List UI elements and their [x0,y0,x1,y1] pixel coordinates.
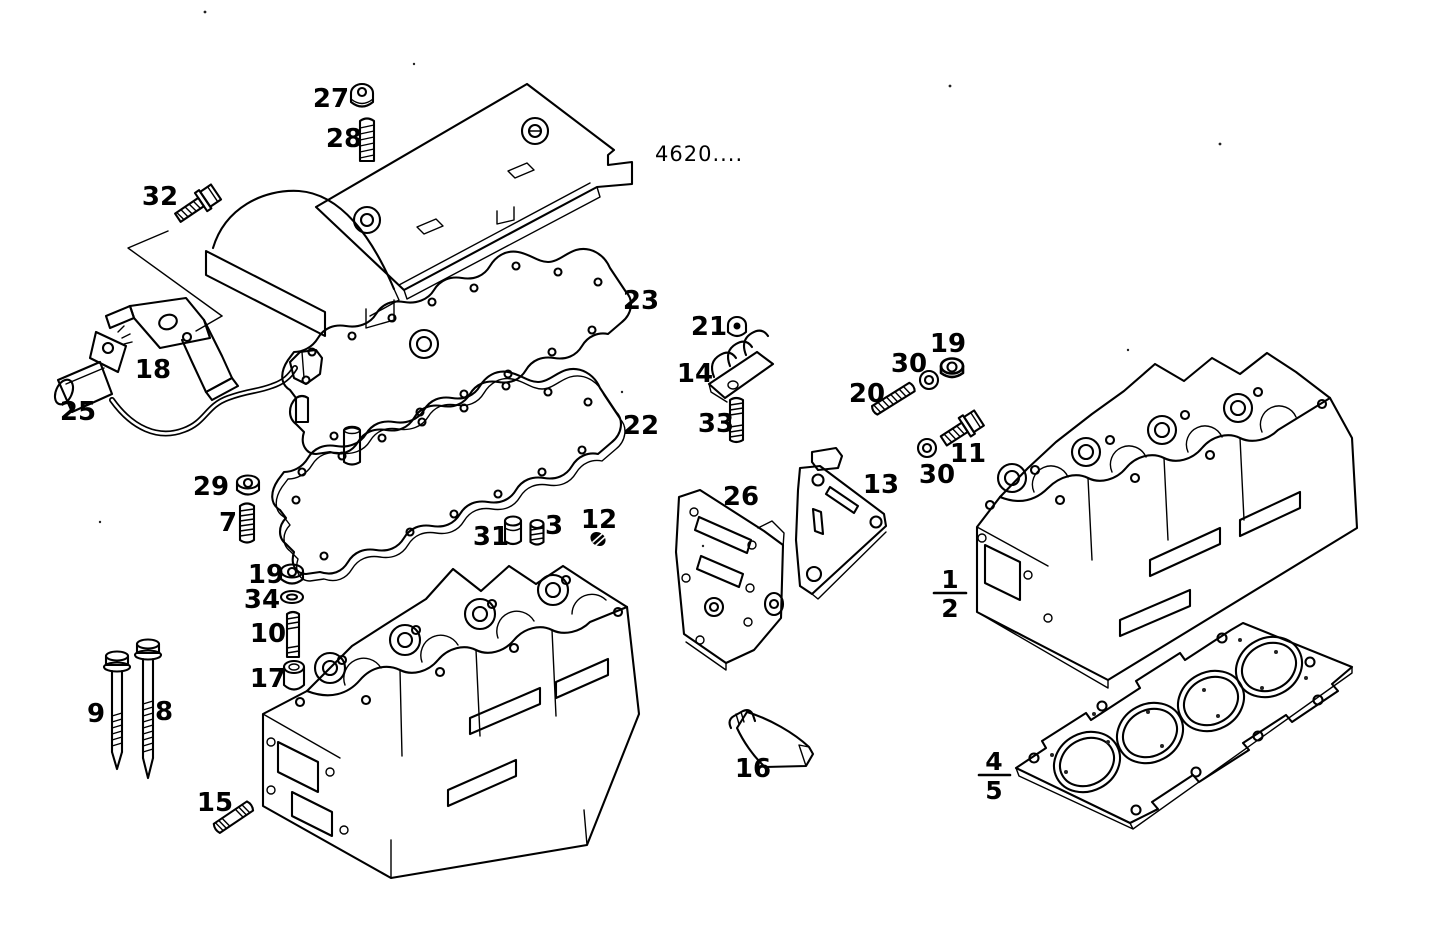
callout-27: 27 [313,84,349,114]
stud-20 [870,381,916,416]
fraction-label-head-assembly: 1 2 [932,565,968,623]
bolt-8 [133,638,163,780]
stud-7 [238,502,256,544]
callout-13: 13 [863,470,899,500]
cylinder-head-right [975,351,1359,689]
flange-nut-19a [279,563,305,585]
bracket-13 [794,446,888,600]
callout-26: 26 [723,482,759,512]
callout-20: 20 [849,379,885,409]
bolt-9 [102,650,132,771]
cylinder-head-left [261,564,641,880]
plug-12 [590,531,606,547]
washer-34 [279,589,305,605]
fraction-label-gasket-set: 4 5 [977,747,1012,805]
callout-14: 14 [677,359,713,389]
stud-10 [285,610,301,659]
callout-19a: 19 [248,560,284,590]
callout-30b: 30 [919,460,955,490]
callout-33: 33 [698,409,734,439]
callout-labels: 27 28 32 4620.... 18 25 23 22 29 7 19 34… [60,84,986,818]
cap-17 [282,659,306,691]
sealant-tube-16 [728,709,815,769]
callout-3: 3 [545,511,563,541]
callout-30a: 30 [891,349,927,379]
cover-baffle-plate-23 [281,248,632,466]
cap-nut-21 [726,315,748,338]
nut-19b [939,357,965,379]
callout-8: 8 [155,697,173,727]
callout-29: 29 [193,472,229,502]
callout-16: 16 [735,754,771,784]
valve-cover [204,82,634,338]
fraction-gasket-denominator: 5 [985,776,1002,805]
cap-nut-27 [349,83,375,108]
fraction-head-denominator: 2 [941,594,958,623]
callout-18: 18 [135,355,171,385]
sensor-pipe-25 [53,325,324,437]
washer-30a [918,369,940,391]
callout-28: 28 [326,124,362,154]
clamp-14 [707,329,775,403]
fraction-gasket-numerator: 4 [985,747,1002,776]
plug-31 [503,515,523,546]
callout-7: 7 [219,508,237,538]
bolt-32 [174,183,223,223]
washer-30b [916,437,938,459]
stud-33 [728,396,745,444]
callout-10: 10 [250,619,286,649]
reference-code: 4620.... [655,142,743,166]
gasket-rivet-dots [1050,638,1308,774]
callout-17: 17 [250,664,286,694]
head-gasket [1014,621,1354,830]
callout-22: 22 [623,411,659,441]
leader-lines [127,230,223,332]
callout-12: 12 [581,505,617,535]
bracket-26 [674,488,785,671]
callout-9: 9 [87,699,105,729]
callout-21: 21 [691,312,727,342]
callout-23: 23 [623,286,659,316]
callout-32: 32 [142,182,178,212]
flange-nut-29 [235,474,261,496]
callout-11: 11 [950,439,986,469]
callout-34: 34 [244,585,280,615]
fraction-head-numerator: 1 [941,565,958,594]
callout-31: 31 [473,522,509,552]
bolt-11 [939,409,985,447]
cover-gasket-22 [271,368,626,582]
callout-19b: 19 [930,329,966,359]
plug-3 [529,518,545,546]
scan-specks [98,10,1222,548]
stud-28 [358,117,376,163]
callout-15: 15 [197,788,233,818]
stud-15 [212,800,255,834]
callout-25: 25 [60,397,96,427]
bracket-18 [104,296,240,402]
